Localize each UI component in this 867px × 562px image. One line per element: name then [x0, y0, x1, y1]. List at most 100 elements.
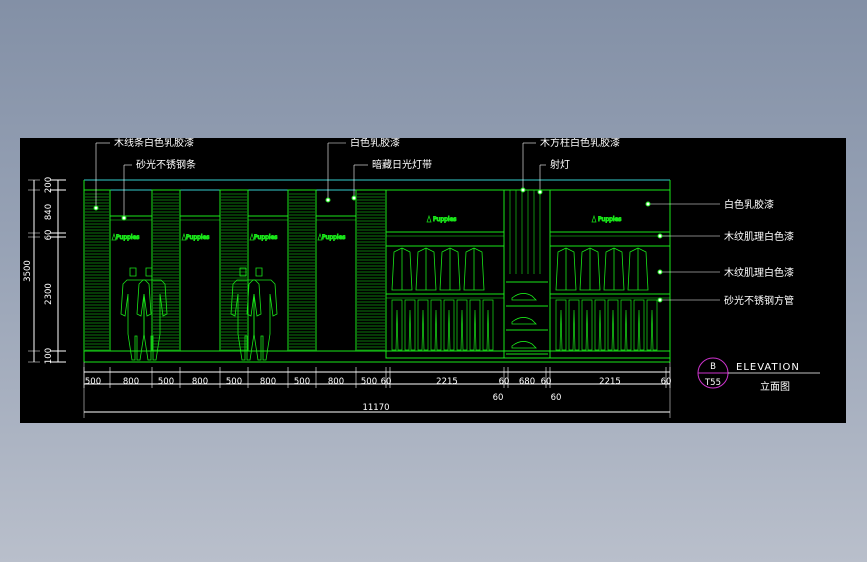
trousers-icon — [417, 299, 429, 351]
trousers-icon — [482, 299, 494, 351]
callout-label: 白色乳胶漆 — [350, 138, 400, 149]
brand-label: Puppies — [433, 216, 456, 223]
dimension-total: 11170 — [362, 403, 389, 413]
trousers-icon — [581, 299, 593, 351]
trousers-icon — [456, 299, 468, 351]
brand-label: Puppies — [116, 234, 139, 241]
dimension-value: 2300 — [44, 283, 54, 305]
louver-panel — [355, 189, 387, 352]
mannequin-icon — [246, 279, 278, 361]
brand-logo-icon — [317, 232, 323, 241]
callout-label: 木线条白色乳胶漆 — [114, 138, 194, 149]
mannequin-neck-icon — [239, 267, 247, 277]
dimension-value: 800 — [123, 377, 139, 387]
dimension-value: 800 — [192, 377, 208, 387]
trousers-icon — [568, 299, 580, 351]
dimension-value: 2215 — [599, 377, 621, 387]
jacket-icon — [439, 247, 461, 291]
callout-dot — [537, 189, 543, 195]
shoe-icon — [511, 341, 537, 349]
brand-label: Puppies — [598, 216, 621, 223]
trousers-icon — [404, 299, 416, 351]
callout-label: 木纹肌理白色漆 — [724, 230, 794, 243]
ref-letter: B — [710, 362, 716, 372]
dimension-value: 2215 — [436, 377, 458, 387]
shoe-icon — [511, 293, 537, 301]
brand-logo-icon — [111, 232, 117, 241]
mannequin-neck-icon — [129, 267, 137, 277]
drawing-title: ELEVATION — [736, 362, 800, 373]
trousers-icon — [594, 299, 606, 351]
jacket-icon — [603, 247, 625, 291]
dimension-value: 500 — [226, 377, 242, 387]
callout-dot — [351, 195, 357, 201]
brand-logo-icon — [181, 232, 187, 241]
shoe-icon — [511, 317, 537, 325]
callout-label: 暗藏日光灯带 — [372, 158, 432, 171]
dimension-value: 60 — [499, 377, 510, 387]
dimension-value: 800 — [260, 377, 276, 387]
dimension-value: 500 — [361, 377, 377, 387]
mannequin-icon — [120, 279, 152, 361]
brand-label: Puppies — [254, 234, 277, 241]
trousers-icon — [620, 299, 632, 351]
jacket-icon — [463, 247, 485, 291]
callout-dot — [657, 269, 663, 275]
trousers-icon — [469, 299, 481, 351]
dimension-value: 840 — [44, 204, 54, 220]
dimension-value: 60 — [541, 377, 552, 387]
brand-label: Puppies — [186, 234, 209, 241]
dimension-total: 3500 — [23, 260, 33, 282]
louver-panel — [287, 189, 317, 352]
trousers-icon — [391, 299, 403, 351]
louver-panel — [83, 189, 111, 352]
center-column — [503, 189, 551, 359]
callout-dot — [520, 187, 526, 193]
callout-label: 木纹肌理白色漆 — [724, 266, 794, 279]
dimension-value: 500 — [85, 377, 101, 387]
dimension-value: 60 — [661, 377, 672, 387]
callout-label: 砂光不锈钢方管 — [724, 294, 794, 307]
callout-label: 砂光不锈钢条 — [136, 158, 196, 171]
brand-logo-icon — [249, 232, 255, 241]
trousers-icon — [555, 299, 567, 351]
louver-panel — [219, 189, 249, 352]
trousers-icon — [607, 299, 619, 351]
dimension-value: 60 — [493, 393, 504, 403]
brand-label: Puppies — [322, 234, 345, 241]
callout-dot — [325, 197, 331, 203]
callout-dot — [93, 205, 99, 211]
trousers-icon — [443, 299, 455, 351]
callout-dot — [645, 201, 651, 207]
dimension-value: 500 — [158, 377, 174, 387]
callout-label: 射灯 — [550, 159, 570, 171]
jacket-icon — [415, 247, 437, 291]
mannequin-neck-icon — [145, 267, 153, 277]
trousers-icon — [646, 299, 658, 351]
ref-number: T55 — [704, 378, 721, 388]
callout-label: 木方柱白色乳胶漆 — [540, 138, 620, 149]
dimension-value: 60 — [44, 230, 54, 241]
dimension-value: 60 — [551, 393, 562, 403]
jacket-icon — [579, 247, 601, 291]
callout-dot — [657, 233, 663, 239]
mannequin-icon — [136, 279, 168, 361]
jacket-icon — [555, 247, 577, 291]
louver-panel — [151, 189, 181, 352]
mannequin-icon — [230, 279, 262, 361]
dimension-value: 60 — [381, 377, 392, 387]
dimension-value: 200 — [44, 177, 54, 193]
callout-dot — [657, 297, 663, 303]
dimension-value: 500 — [294, 377, 310, 387]
trousers-icon — [633, 299, 645, 351]
mannequin-neck-icon — [255, 267, 263, 277]
jacket-icon — [391, 247, 413, 291]
brand-logo-icon — [591, 214, 597, 223]
callout-dot — [121, 215, 127, 221]
jacket-icon — [627, 247, 649, 291]
drawing-subtitle: 立面图 — [760, 380, 790, 393]
dimension-value: 680 — [519, 377, 535, 387]
dimension-value: 100 — [44, 348, 54, 364]
